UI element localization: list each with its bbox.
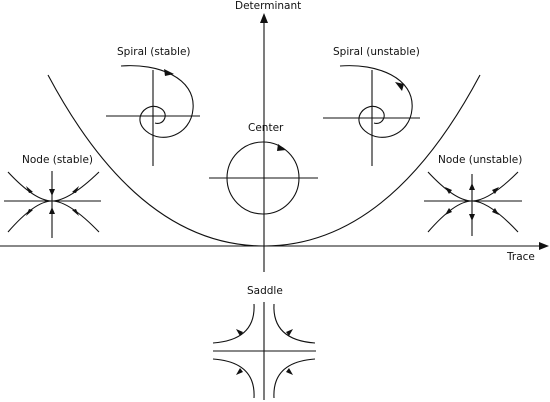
saddle-curve-bottom-right [273,358,316,399]
node-stable-arrow-ll [26,209,33,216]
spiral-stable-diagram: Spiral (stable) [106,46,200,166]
node-unstable-arrow-ul [445,187,452,194]
spiral-stable-arrow [164,69,174,76]
saddle-curve-top-right [273,303,316,344]
parabola-boundary [47,74,481,247]
node-unstable-label: Node (unstable) [438,154,522,166]
node-stable-label: Node (stable) [22,154,93,166]
node-unstable-arrow-lr [492,208,499,215]
saddle-diagram: Saddle [212,285,316,400]
node-unstable-arrow-top [469,183,475,190]
saddle-curve-top-left [212,303,255,344]
saddle-arrow-tr [286,329,293,336]
node-stable-curve-upper-left [7,171,53,202]
node-stable-diagram: Node (stable) [4,154,101,238]
determinant-axis-label: Determinant [235,0,301,12]
saddle-arrow-bl [236,368,243,375]
determinant-axis-arrowhead [260,13,268,23]
spiral-unstable-arrow [395,82,404,91]
axes: Trace Determinant [0,0,549,272]
spiral-stable-label: Spiral (stable) [117,46,191,58]
center-orbit [226,141,300,215]
node-stable-curve-lower-right [51,200,100,233]
saddle-curve-bottom-left [212,358,255,399]
spiral-stable-trajectory [120,65,194,138]
center-label: Center [248,122,284,134]
trace-axis-arrowhead [539,242,549,250]
node-unstable-diagram: Node (unstable) [424,154,522,236]
node-unstable-curve-lower-left [427,200,473,233]
node-stable-curve-lower-left [7,200,53,233]
spiral-unstable-diagram: Spiral (unstable) [323,46,420,166]
node-unstable-arrow-ur [492,187,499,194]
node-unstable-curve-upper-right [471,171,519,202]
node-stable-arrow-lr [72,209,79,216]
node-unstable-arrow-bottom [469,214,475,221]
node-stable-arrow-bottom [49,207,55,214]
center-arrow [277,144,286,151]
spiral-unstable-label: Spiral (unstable) [333,46,420,58]
saddle-arrow-br [286,368,293,375]
node-unstable-curve-lower-right [471,200,519,233]
spiral-unstable-trajectory [339,65,413,138]
node-stable-curve-upper-right [51,171,100,202]
node-stable-arrow-ul [26,186,33,193]
center-diagram: Center [209,122,318,215]
trace-axis-label: Trace [506,251,535,263]
node-unstable-curve-upper-left [427,171,473,202]
node-stable-arrow-ur [72,186,79,193]
node-stable-arrow-top [49,189,55,196]
saddle-arrow-tl [236,329,243,336]
saddle-label: Saddle [247,285,283,297]
node-unstable-arrow-ll [445,208,452,215]
